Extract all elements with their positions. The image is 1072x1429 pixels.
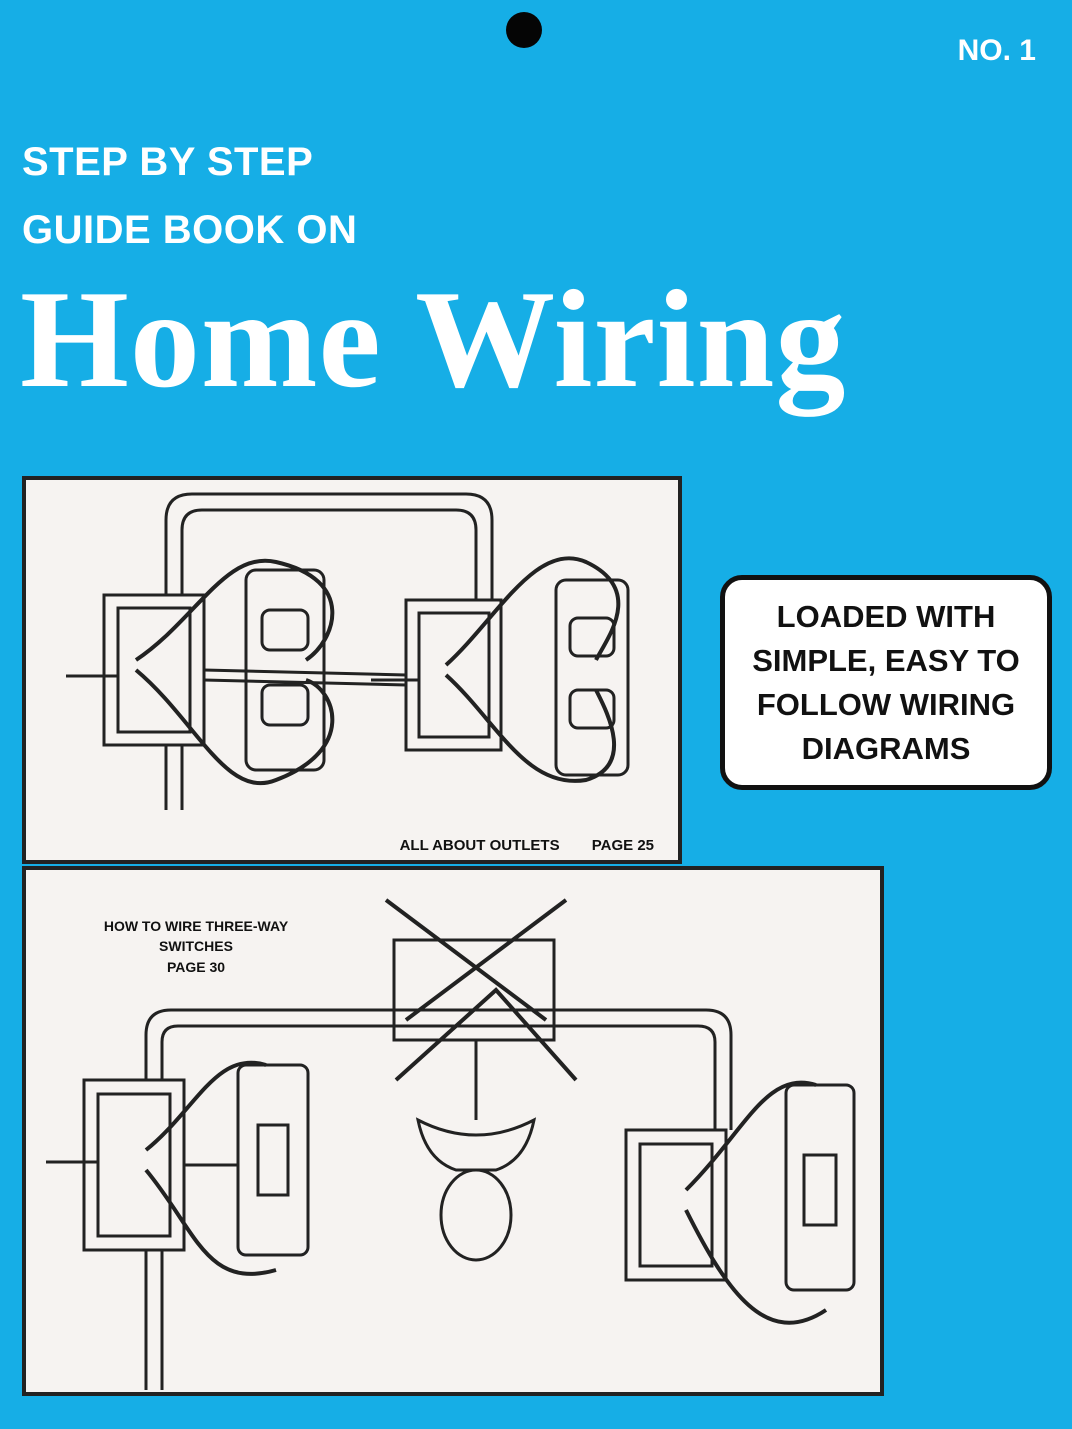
three-way-switch-diagram: HOW TO WIRE THREE-WAY SWITCHES PAGE 30 bbox=[22, 866, 884, 1396]
three-way-caption-line-3: PAGE 30 bbox=[166, 958, 226, 975]
punch-hole bbox=[506, 12, 542, 48]
book-title: Home Wiring bbox=[20, 262, 847, 417]
kicker-line-2: GUIDE BOOK ON bbox=[22, 208, 358, 252]
three-way-caption-line-1: HOW TO WIRE THREE-WAY bbox=[103, 918, 289, 934]
outlets-caption: ALL ABOUT OUTLETS PAGE 25 bbox=[372, 837, 654, 854]
feature-callout-text: LOADED WITH SIMPLE, EASY TO FOLLOW WIRIN… bbox=[752, 598, 1020, 766]
feature-callout: LOADED WITH SIMPLE, EASY TO FOLLOW WIRIN… bbox=[720, 575, 1052, 790]
three-way-caption-line-2: SWITCHES bbox=[159, 938, 233, 955]
three-way-caption: HOW TO WIRE THREE-WAY SWITCHES PAGE 30 bbox=[36, 916, 356, 977]
kicker-line-1: STEP BY STEP bbox=[22, 140, 314, 184]
outlets-wiring-illustration bbox=[66, 492, 630, 810]
issue-number: NO. 1 bbox=[957, 34, 1036, 67]
outlets-caption-page: PAGE 25 bbox=[591, 837, 654, 854]
three-way-wiring-illustration bbox=[46, 898, 856, 1390]
outlets-diagram: ALL ABOUT OUTLETS PAGE 25 bbox=[22, 476, 682, 864]
outlets-caption-title: ALL ABOUT OUTLETS bbox=[399, 837, 560, 854]
